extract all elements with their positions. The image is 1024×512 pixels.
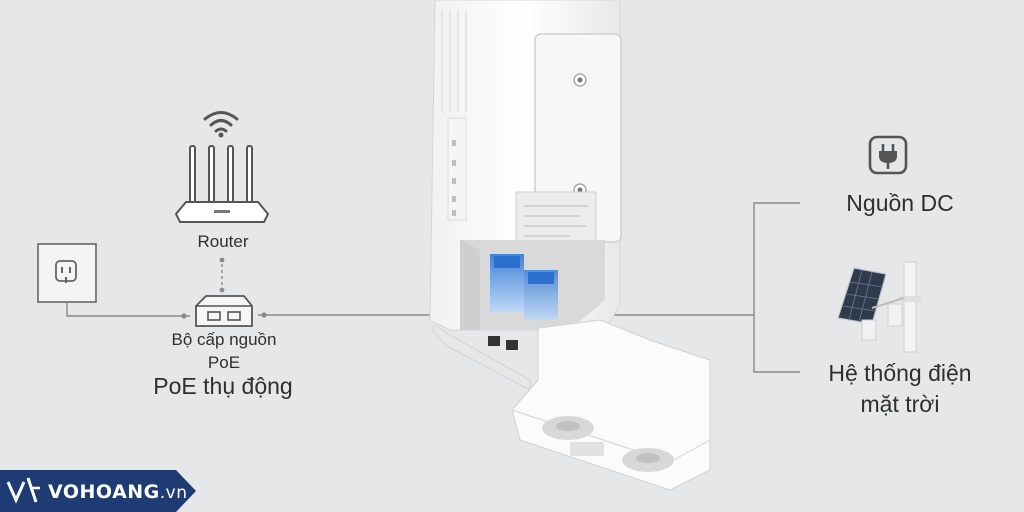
power-plug-icon [868,135,908,175]
solar-label-line2: mặt trời [860,391,940,417]
poe-injector-icon [195,295,253,327]
dc-power-label: Nguồn DC [846,190,954,216]
solar-panel-icon [837,261,922,353]
poe-injector-label-line1: Bộ cấp nguồn [171,330,277,349]
brand-logo [0,470,196,512]
wifi-icon [203,111,239,138]
right-bracket-line [753,202,800,373]
brand-domain: .vn [159,483,188,503]
solar-label-line1: Hệ thống điện [828,360,972,386]
poe-injector-label-line2: PoE [207,353,241,372]
router-label: Router [197,232,249,251]
router-icon [174,145,270,223]
access-point-device [429,0,711,491]
brand-name: VOHOANG.vn [48,481,188,503]
wall-outlet-icon [37,243,97,303]
passive-poe-label: PoE thụ động [153,373,293,399]
brand-name-main: VOHOANG [48,481,160,503]
